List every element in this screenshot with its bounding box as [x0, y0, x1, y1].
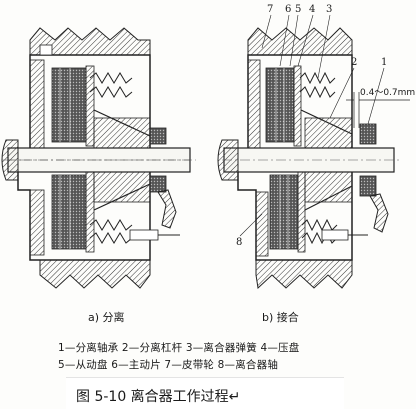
caption-box: 图 5-10 离合器工作过程↵	[66, 377, 344, 409]
part-number-7: 7	[267, 4, 274, 15]
gap-label: 0.4～0.7mm	[360, 88, 416, 98]
label-engaged: b) 接合	[262, 311, 299, 324]
clutch-diagram	[1, 14, 410, 290]
legend-line-1: 1—分离轴承 2—分离杠杆 3—离合器弹簧 4—压盘	[58, 342, 300, 354]
part-number-2: 2	[351, 57, 358, 68]
clutch-drawing-disengaged	[1, 27, 196, 289]
label-disengaged: a) 分离	[88, 311, 125, 324]
part-number-5: 5	[295, 4, 302, 15]
figure-caption: 图 5-10 离合器工作过程↵	[76, 389, 241, 405]
clutch-drawing-engaged	[217, 14, 410, 290]
part-number-4: 4	[309, 4, 316, 15]
part-number-1: 1	[381, 57, 388, 68]
part-number-3: 3	[326, 4, 333, 15]
part-number-6: 6	[285, 4, 292, 15]
legend-line-2: 5—从动盘 6—主动片 7—皮带轮 8—离合器轴	[58, 359, 279, 371]
part-number-8: 8	[236, 237, 243, 248]
